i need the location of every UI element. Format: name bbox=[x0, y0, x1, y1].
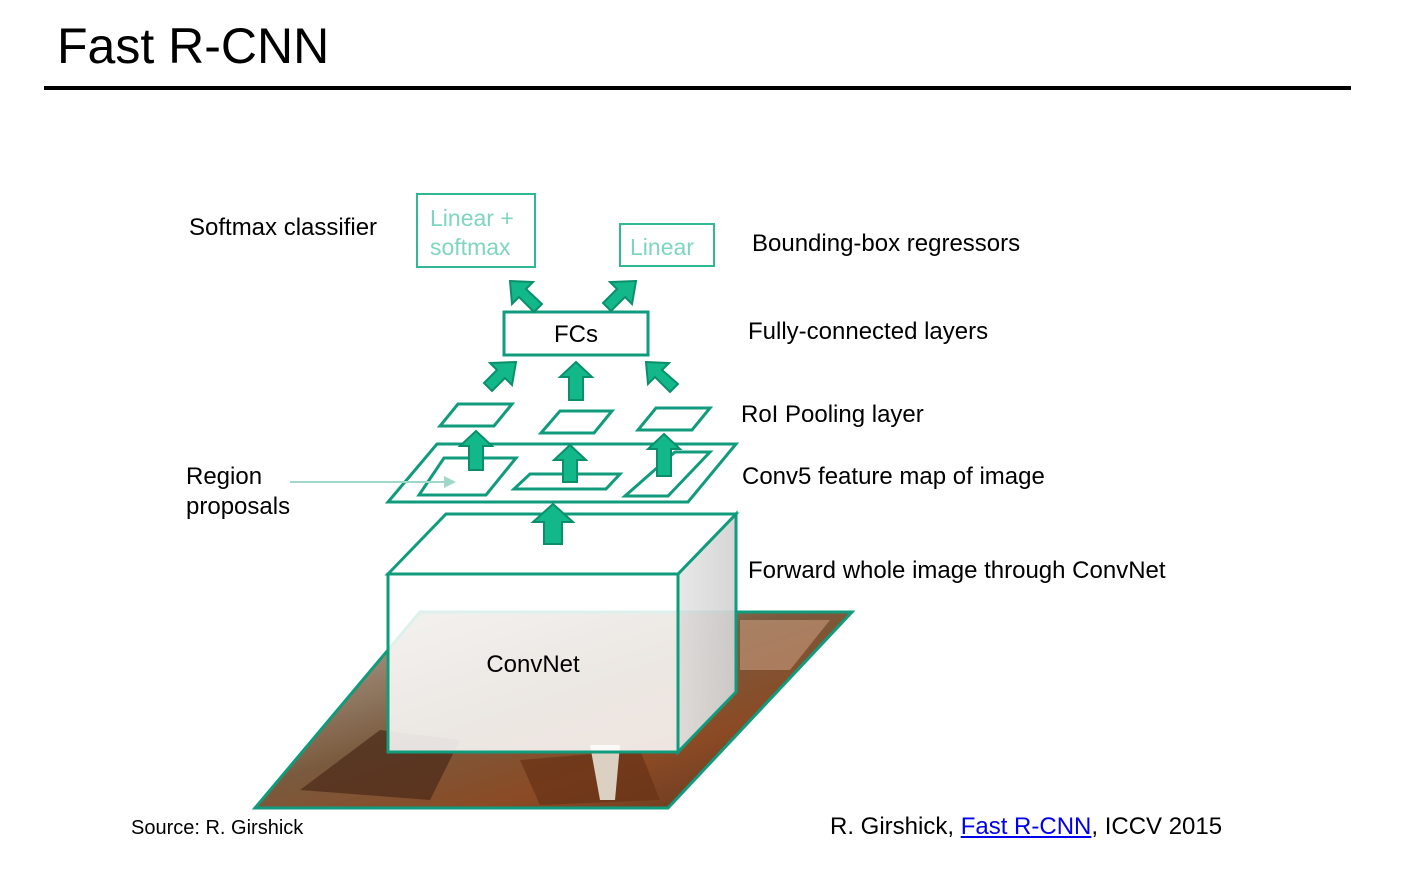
linear-box: Linear bbox=[619, 223, 715, 267]
citation-suffix: , ICCV 2015 bbox=[1091, 813, 1223, 840]
linear-label: Linear bbox=[630, 234, 694, 260]
arrows-roi-to-fcs bbox=[482, 360, 680, 401]
arrows-fcs-to-outputs bbox=[508, 279, 638, 314]
fast-rcnn-link[interactable]: Fast R-CNN bbox=[960, 813, 1092, 840]
fcs-label: FCs bbox=[554, 321, 598, 348]
forward-label: Forward whole image through ConvNet bbox=[748, 557, 1166, 584]
region-proposals-label-line1: Region bbox=[186, 463, 263, 490]
arrow-convnet-to-conv5 bbox=[530, 502, 576, 545]
source-credit: Source: R. Girshick bbox=[131, 817, 304, 839]
convnet-box: ConvNet bbox=[384, 510, 740, 756]
fcs-box: FCs bbox=[502, 310, 650, 357]
linear-softmax-line2: softmax bbox=[430, 234, 511, 260]
roi-pooled-features bbox=[436, 402, 714, 435]
fully-connected-label: Fully-connected layers bbox=[748, 318, 989, 345]
roi-pooling-label: RoI Pooling layer bbox=[741, 401, 924, 428]
softmax-classifier-label: Softmax classifier bbox=[189, 214, 378, 241]
conv5-label: Conv5 feature map of image bbox=[742, 463, 1045, 490]
citation: R. Girshick, Fast R-CNN, ICCV 2015 bbox=[830, 812, 1222, 842]
convnet-label: ConvNet bbox=[486, 651, 580, 678]
arrows-conv5-to-roi bbox=[457, 429, 683, 483]
bbox-regressors-label: Bounding-box regressors bbox=[752, 230, 1021, 257]
region-proposals-label-line2: proposals bbox=[186, 493, 291, 520]
linear-softmax-line1: Linear + bbox=[430, 205, 514, 231]
title-underline bbox=[44, 86, 1351, 90]
citation-prefix: R. Girshick, bbox=[830, 813, 961, 840]
linear-softmax-box: Linear + softmax bbox=[416, 193, 536, 268]
slide-title: Fast R-CNN bbox=[57, 18, 330, 74]
region-proposals-pointer bbox=[290, 476, 456, 488]
